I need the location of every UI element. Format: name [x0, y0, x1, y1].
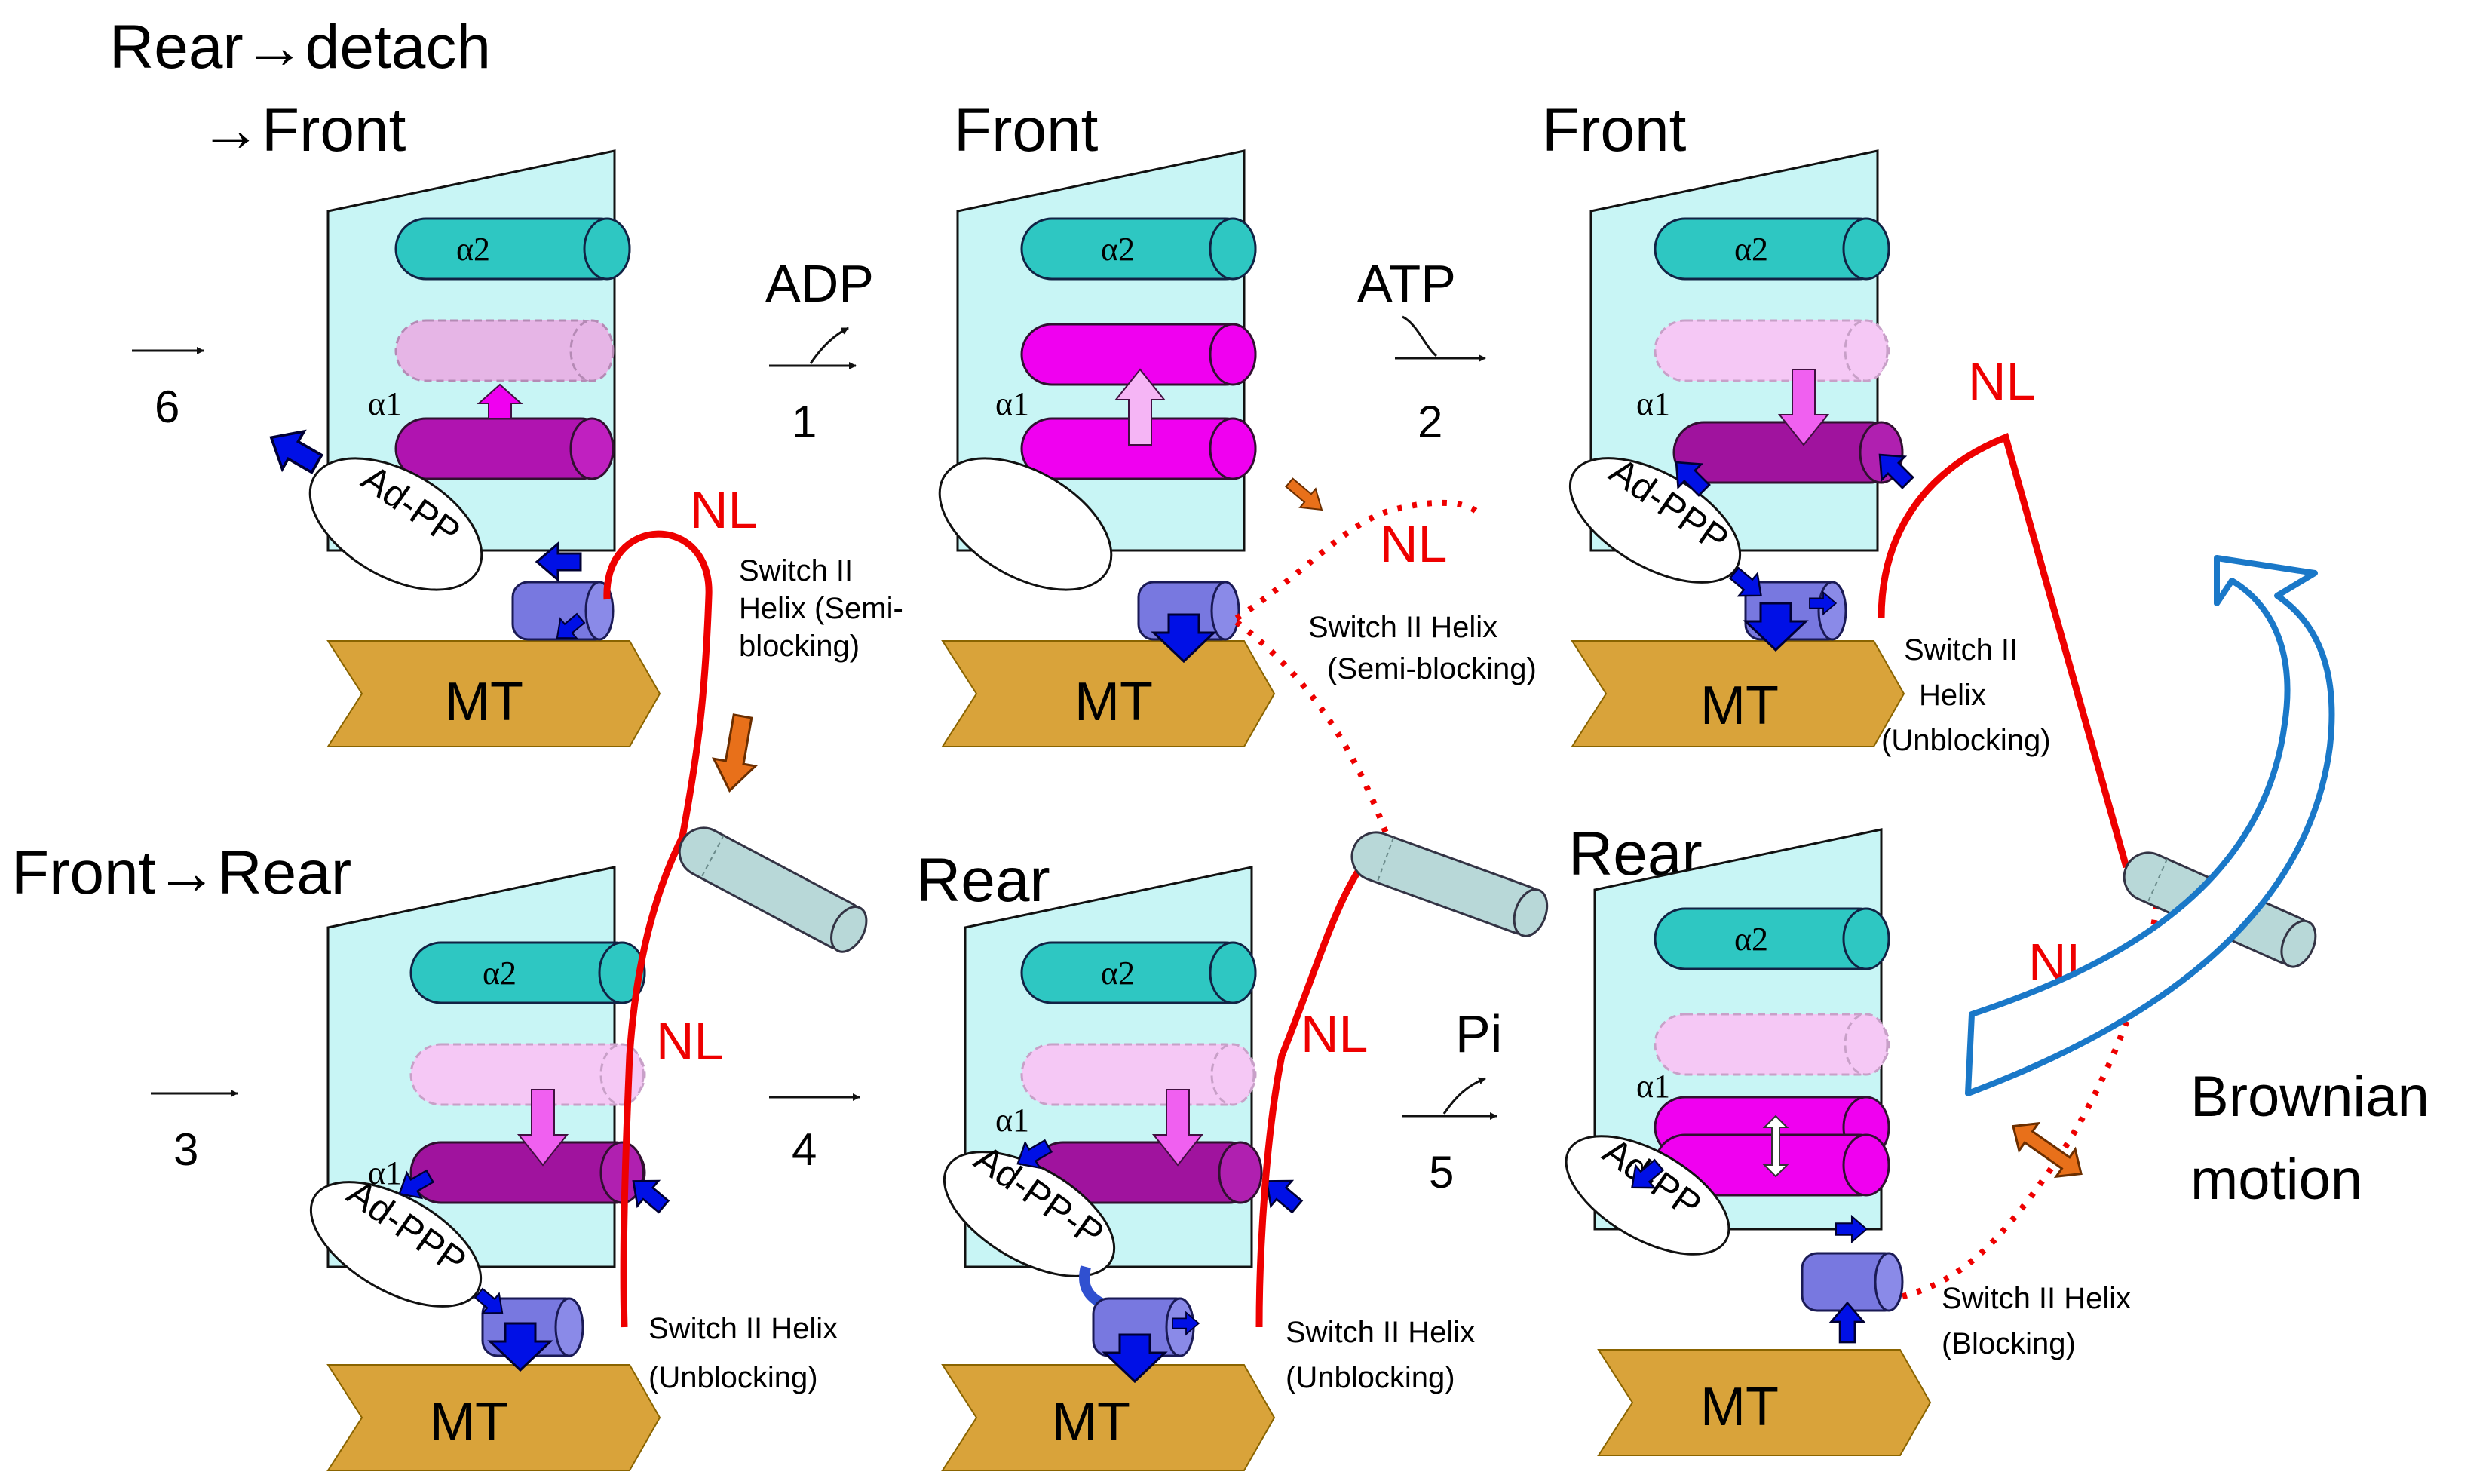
switch-label-p3: Switch II Helix (Unblocking) [1881, 633, 2051, 757]
alpha2-label: α2 [456, 231, 490, 268]
brownian-label-line2: motion [2190, 1148, 2362, 1212]
switch-label-p1: Switch II Helix (Semi- blocking) [739, 554, 903, 663]
alpha1-label: α1 [1636, 385, 1670, 422]
svg-text:Switch II Helix: Switch II Helix [648, 1312, 838, 1345]
svg-text:Switch II: Switch II [739, 554, 853, 587]
pi-label: Pi [1455, 1004, 1502, 1063]
svg-text:(Unblocking): (Unblocking) [648, 1361, 818, 1394]
alpha2-label: α2 [1101, 955, 1135, 992]
svg-text:(Blocking): (Blocking) [1942, 1327, 2076, 1360]
panel-5-kinesin-head: MT α2 α1 Ad-PP-P [942, 866, 1309, 1471]
mt-label: MT [1700, 676, 1779, 736]
adp-label: ADP [765, 254, 874, 313]
switch-label-p4: Switch II Helix (Unblocking) [648, 1312, 838, 1394]
step-number: 4 [792, 1124, 817, 1175]
step-number: 1 [792, 397, 817, 447]
panel-6-kinesin-head: MT α2 α1 Ad-PP [1565, 828, 1931, 1456]
alpha1-label: α1 [1636, 1068, 1670, 1105]
step-number: 2 [1418, 397, 1442, 447]
mt-label: MT [445, 672, 523, 732]
panel5-title: Rear [916, 846, 1050, 915]
panel-4-kinesin-head: MT α2 α1 Ad-PPP [309, 866, 676, 1471]
mt-label: MT [1074, 672, 1153, 732]
switch-label-p6: Switch II Helix (Blocking) [1942, 1282, 2131, 1360]
panel-2-kinesin-head: MT α2 α1 [938, 149, 1331, 747]
alpha2-label: α2 [1101, 231, 1135, 268]
panel-3-kinesin-head: MT α2 α1 Ad-PPP [1568, 149, 1920, 747]
alpha1-label: α1 [995, 385, 1029, 422]
alpha2-label: α2 [1734, 231, 1768, 268]
svg-text:(Unblocking): (Unblocking) [1881, 724, 2051, 757]
alpha1-label: α1 [368, 385, 402, 422]
panel1-title-line2: →Front [200, 96, 406, 164]
svg-text:Switch II: Switch II [1904, 633, 2018, 667]
alpha2-label: α2 [1734, 921, 1768, 958]
brownian-label-line1: Brownian [2190, 1065, 2429, 1129]
mt-label: MT [1052, 1392, 1130, 1452]
nl-label: NL [1380, 514, 1447, 573]
nl-label: NL [1968, 352, 2035, 411]
step-number: 6 [155, 382, 179, 432]
alpha2-label: α2 [483, 955, 517, 992]
svg-text:Helix: Helix [1919, 679, 1986, 712]
svg-text:Switch II Helix: Switch II Helix [1286, 1316, 1475, 1349]
brownian-motion-arrow-icon [1965, 555, 2335, 1096]
panel2-title: Front [954, 96, 1099, 164]
nl-label: NL [656, 1012, 723, 1071]
svg-text:blocking): blocking) [739, 630, 860, 663]
mt-label: MT [1700, 1377, 1779, 1437]
alpha1-label: α1 [995, 1102, 1029, 1139]
svg-text:(Semi-blocking): (Semi-blocking) [1327, 652, 1537, 685]
step-number: 5 [1429, 1147, 1454, 1197]
svg-text:Switch II Helix: Switch II Helix [1308, 611, 1497, 644]
switch-label-p5: Switch II Helix (Unblocking) [1286, 1316, 1475, 1394]
panel3-title: Front [1542, 96, 1687, 164]
panel1-title-line1: Rear→detach [109, 13, 491, 81]
nl-label: NL [1301, 1004, 1368, 1063]
panel4-title: Front→Rear [11, 839, 351, 907]
orange-arrow-icon [707, 711, 765, 796]
svg-text:Switch II Helix: Switch II Helix [1942, 1282, 2131, 1315]
step-number: 3 [173, 1124, 198, 1175]
svg-text:(Unblocking): (Unblocking) [1286, 1361, 1455, 1394]
nl-label: NL [690, 480, 757, 539]
mt-label: MT [430, 1392, 508, 1452]
atp-label: ATP [1357, 254, 1456, 313]
panel-1-kinesin-head: MT α2 α1 Ad-PP [259, 149, 661, 747]
orange-double-arrow-icon [2012, 1121, 2083, 1179]
svg-text:Helix (Semi-: Helix (Semi- [739, 592, 903, 625]
switch-label-p2: Switch II Helix (Semi-blocking) [1308, 611, 1537, 685]
